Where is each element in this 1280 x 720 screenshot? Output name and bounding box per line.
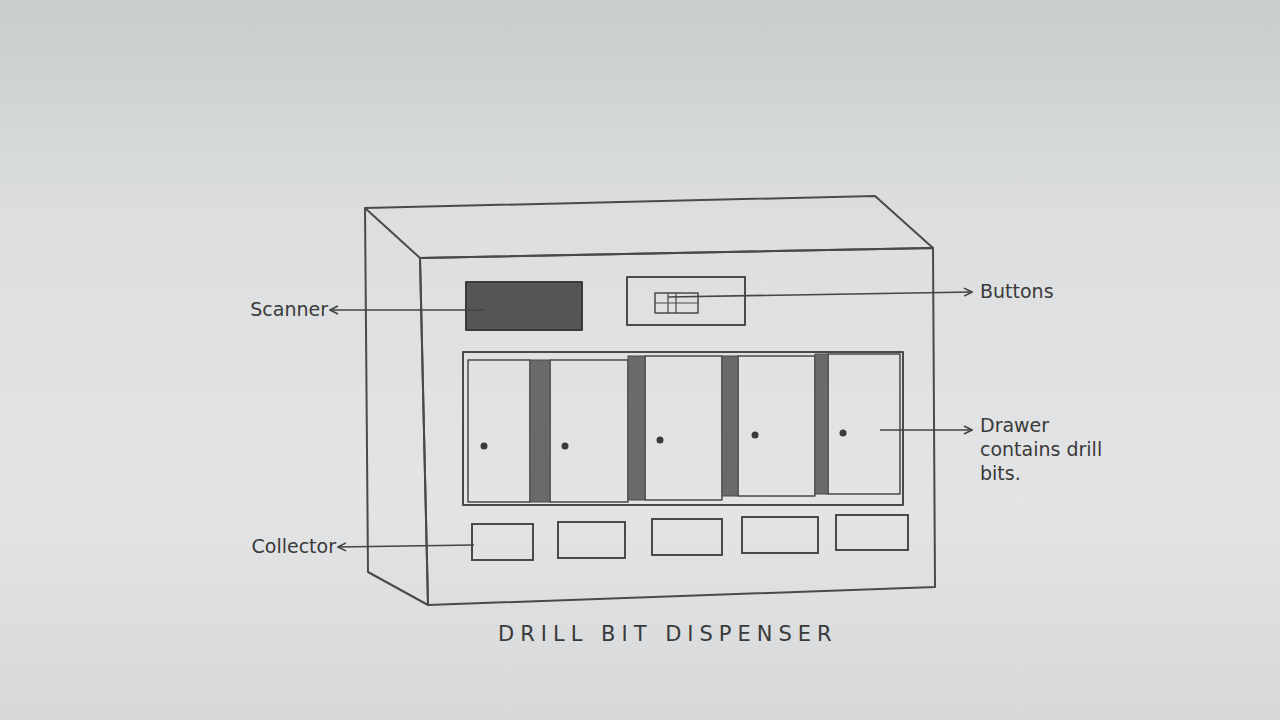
drawer-knob	[562, 443, 569, 450]
drawer-divider	[530, 360, 550, 502]
cabinet-front	[420, 248, 935, 605]
drawer-divider	[815, 354, 828, 494]
drawer-divider	[722, 356, 738, 496]
part-label: Drawer contains drill bits.	[980, 414, 1130, 485]
collector-tray	[836, 515, 908, 550]
drawer	[468, 360, 530, 502]
drawer-divider	[628, 356, 645, 500]
leader-line	[330, 309, 484, 311]
drawer	[738, 356, 815, 496]
drawer-knob	[752, 432, 759, 439]
drawer	[645, 356, 722, 500]
drawer-knob	[657, 437, 664, 444]
scanner-window	[466, 282, 582, 330]
leader-line	[338, 545, 474, 547]
collector-tray	[652, 519, 722, 555]
caption: DRILL BIT DISPENSER	[498, 622, 838, 646]
collector-tray	[558, 522, 625, 558]
drawer-knob	[840, 430, 847, 437]
collector-tray	[472, 524, 533, 560]
collector-tray	[742, 517, 818, 553]
part-label: Buttons	[980, 280, 1160, 304]
drawer	[828, 354, 900, 494]
leader-line	[880, 429, 972, 431]
part-label: Collector	[176, 535, 336, 559]
part-label: Scanner	[188, 298, 328, 322]
drawer	[550, 360, 628, 502]
drawer-panel	[463, 352, 903, 505]
drawer-knob	[481, 443, 488, 450]
button-panel	[627, 277, 745, 325]
leader-line	[668, 292, 972, 297]
